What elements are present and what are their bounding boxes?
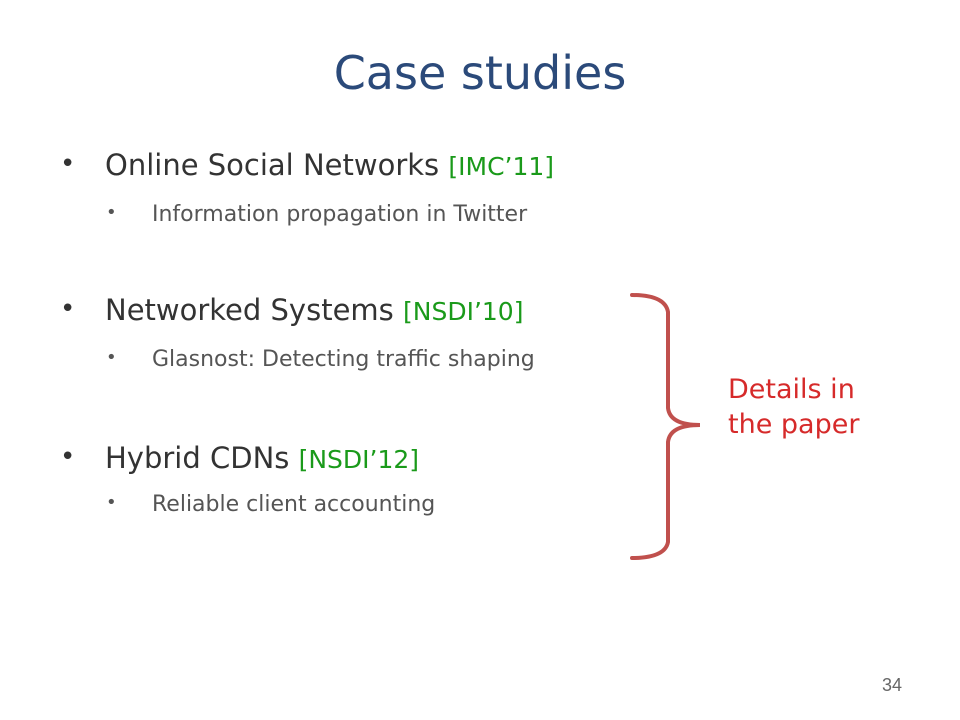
brace-path [630,293,700,560]
sub-bullet-text: Glasnost: Detecting traffic shaping [152,347,535,372]
bullet-dot: • [60,442,76,472]
sub-bullet-text: Information propagation in Twitter [152,202,528,227]
bullet-dot: • [60,294,76,324]
slide-title: Case studies [333,46,627,100]
citation: [IMC’11] [448,152,555,181]
bullet-text: Hybrid CDNs [NSDI’12] [105,441,420,475]
curly-brace-shape [630,293,700,560]
sub-bullet-text: Reliable client accounting [152,492,436,517]
bullet-label: Networked Systems [105,293,403,327]
callout-line-1: Details in [728,374,855,405]
bullet-label: Hybrid CDNs [105,441,299,475]
sub-bullet-dot: • [106,202,117,223]
citation: [NSDI’12] [298,445,420,474]
sub-bullet-dot: • [106,347,117,368]
bullet-text: Online Social Networks [IMC’11] [105,148,555,182]
sub-bullet-dot: • [106,492,117,513]
details-callout: Details in the paper [728,372,859,442]
bullet-label: Online Social Networks [105,148,449,182]
page-number: 34 [881,675,902,695]
callout-line-2: the paper [728,409,860,441]
bullet-dot: • [60,149,76,179]
citation: [NSDI’10] [403,297,524,326]
bullet-text: Networked Systems [NSDI’10] [105,293,524,327]
